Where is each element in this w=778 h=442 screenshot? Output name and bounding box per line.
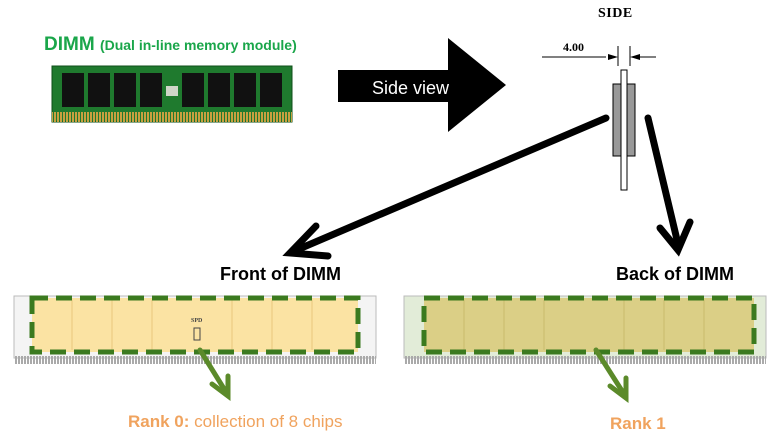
side-view-arrow-label: Side view	[372, 78, 450, 98]
dimm-title-sub: (Dual in-line memory module)	[99, 37, 297, 53]
front-of-dimm-label: Front of DIMM	[220, 264, 341, 284]
dimm-title-main: DIMM	[44, 34, 95, 55]
side-view-arrow	[338, 38, 506, 132]
dimm-photo	[51, 65, 293, 123]
side-heading: SIDE	[598, 6, 633, 21]
rank-pointers	[197, 347, 629, 403]
front-dimm	[13, 295, 377, 364]
pointer-arrows	[282, 114, 694, 260]
side-view-drawing	[542, 46, 656, 191]
dimension-label: 4.00	[563, 40, 584, 54]
rank-1-caption: Rank 1	[610, 414, 666, 433]
back-of-dimm-label: Back of DIMM	[616, 264, 735, 284]
rank-0-name: Rank 0:	[128, 412, 190, 431]
spd-label: SPD	[191, 318, 203, 324]
rank-0-desc: collection of 8 chips	[189, 412, 343, 431]
dimm-title: DIMM (Dual in-line memory module)	[44, 34, 297, 56]
back-dimm	[403, 295, 767, 364]
rank-0-caption: Rank 0: collection of 8 chips	[128, 412, 343, 432]
